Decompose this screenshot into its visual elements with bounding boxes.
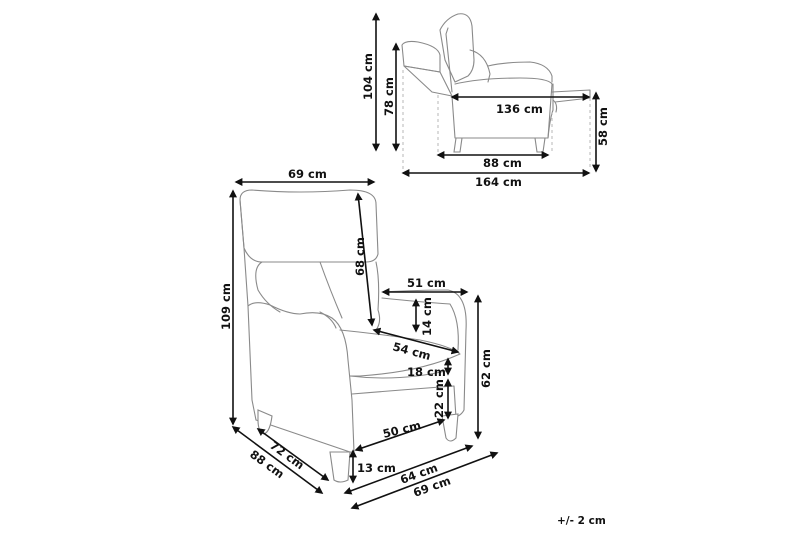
label-51cm: 51 cm	[407, 276, 446, 290]
label-68cm: 68 cm	[353, 237, 367, 276]
dim-line-68	[354, 192, 376, 327]
label-14cm: 14 cm	[420, 297, 434, 336]
dim-line-88-front	[231, 426, 324, 494]
front-view-dimensions: 69 cm 109 cm 68 cm 51 cm 14 cm 54 cm 18 …	[219, 167, 499, 510]
tolerance-note: +/- 2 cm	[557, 515, 606, 527]
label-104cm: 104 cm	[361, 53, 375, 100]
side-view-dimensions: 104 cm 78 cm 136 cm 58 cm 88 cm 164 cm	[361, 12, 610, 189]
label-109cm: 109 cm	[219, 283, 233, 330]
label-136cm: 136 cm	[496, 102, 543, 116]
label-69cm-top: 69 cm	[288, 167, 327, 181]
dim-line-54	[372, 327, 460, 355]
label-13cm: 13 cm	[357, 461, 396, 475]
label-88cm-side: 88 cm	[483, 156, 522, 170]
label-50cm: 50 cm	[381, 418, 422, 441]
side-view-chair-outline	[401, 13, 591, 170]
dim-line-69-bottom	[350, 451, 499, 510]
label-78cm: 78 cm	[382, 77, 396, 116]
label-58cm: 58 cm	[596, 107, 610, 146]
label-164cm: 164 cm	[475, 175, 522, 189]
label-18cm: 18 cm	[407, 365, 446, 379]
label-62cm: 62 cm	[479, 349, 493, 388]
label-22cm: 22 cm	[432, 379, 446, 418]
